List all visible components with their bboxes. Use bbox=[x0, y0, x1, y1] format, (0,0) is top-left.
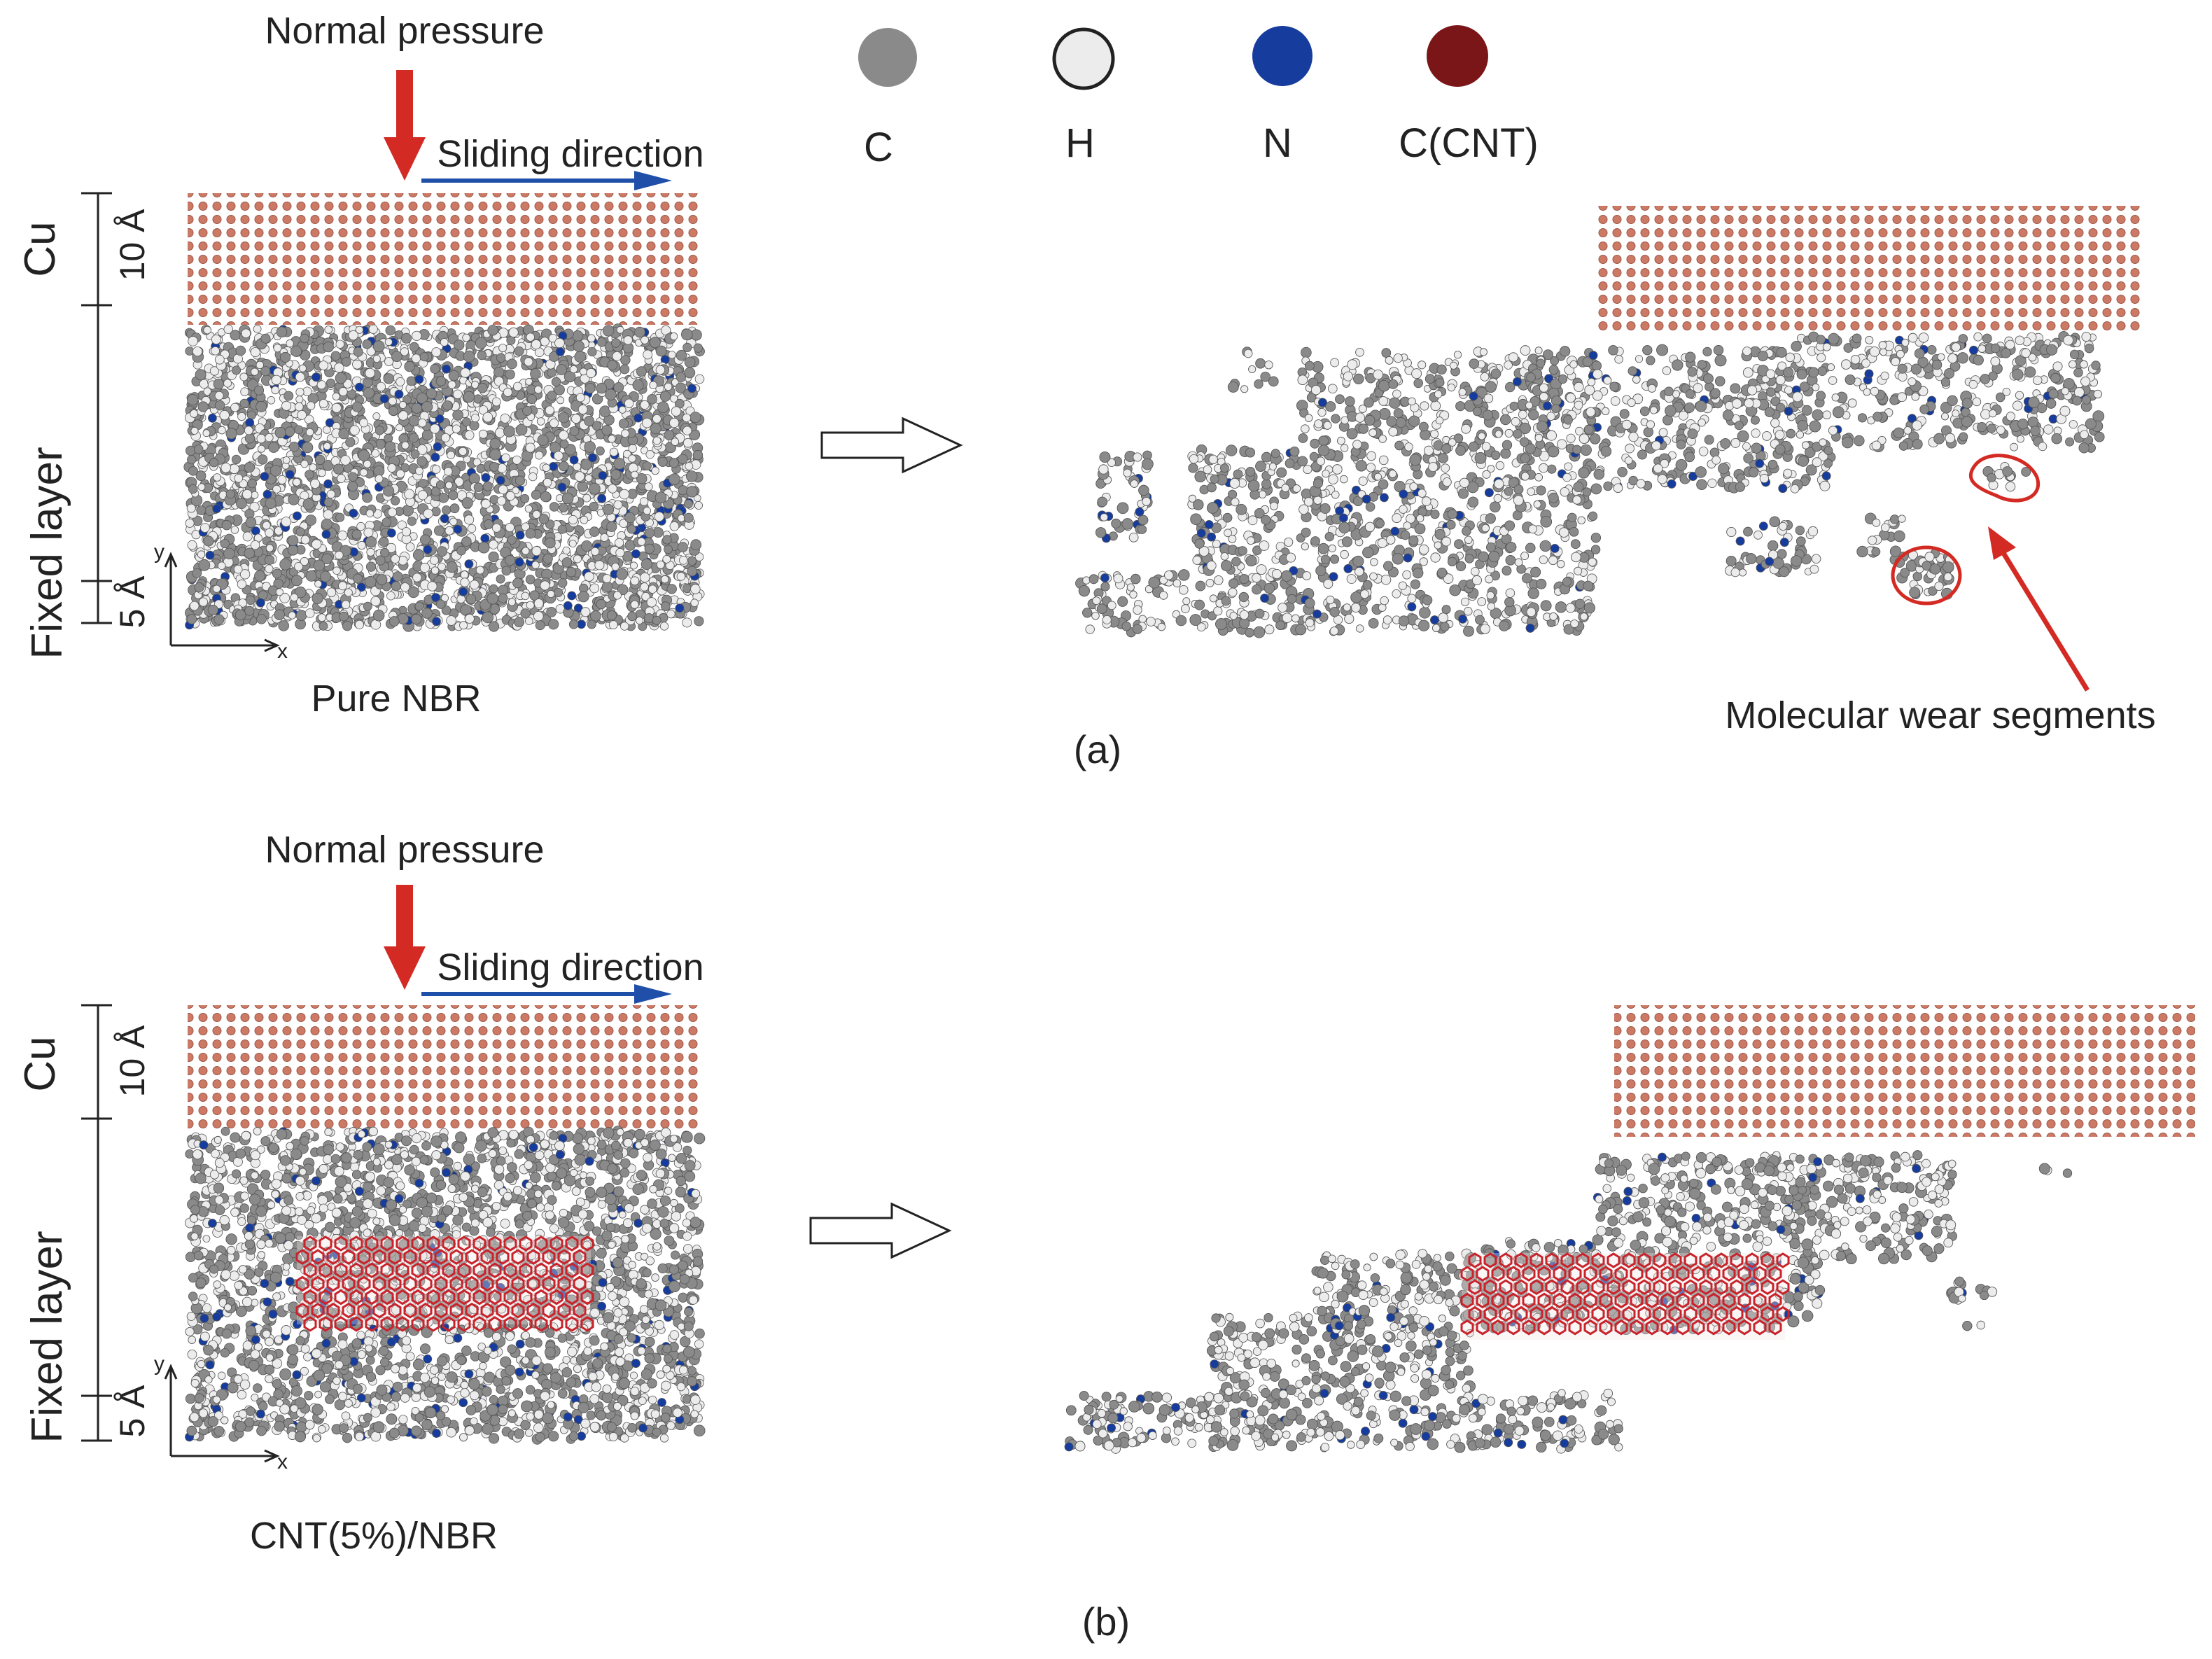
carbon-atom-icon bbox=[858, 28, 917, 87]
legend-label-h: H bbox=[1065, 120, 1095, 166]
axis-x-label: x bbox=[277, 1450, 288, 1474]
nitrogen-atom-icon bbox=[1252, 26, 1312, 86]
cu-thickness-label: 10 Å bbox=[113, 1025, 152, 1098]
annotation-arrow-icon bbox=[1988, 526, 2090, 692]
legend-label-c: C bbox=[864, 125, 893, 170]
normal-pressure-arrow-icon bbox=[384, 885, 426, 990]
cnt-tube-after bbox=[1460, 1252, 1790, 1340]
panel-a: Normal pressure Sliding direction Cu 10 … bbox=[16, 10, 2156, 771]
legend-label-c-cnt: C(CNT) bbox=[1399, 120, 1539, 166]
transition-arrow-icon bbox=[809, 1202, 952, 1259]
sample-label: CNT(5%)/NBR bbox=[250, 1515, 498, 1557]
wear-segment-highlight-2 bbox=[1891, 545, 1962, 606]
axis-y-label: y bbox=[154, 540, 164, 564]
cu-slab bbox=[188, 193, 699, 325]
cu-slab-after bbox=[1597, 206, 2143, 335]
normal-pressure-label: Normal pressure bbox=[265, 10, 544, 52]
legend-item-c-cnt: C(CNT) bbox=[1399, 25, 1539, 166]
cu-label: Cu bbox=[16, 221, 64, 276]
cnt-tube bbox=[295, 1236, 594, 1332]
panel-a-caption: (a) bbox=[1074, 727, 1121, 771]
panel-b-caption: (b) bbox=[1082, 1600, 1130, 1644]
dimension-lines bbox=[81, 1004, 112, 1442]
sliding-direction-label: Sliding direction bbox=[437, 946, 704, 988]
cu-label: Cu bbox=[16, 1036, 64, 1091]
cu-slab-after bbox=[1614, 1005, 2195, 1137]
nbr-after-sliding bbox=[1075, 331, 2105, 638]
fixed-thickness-label: 5 Å bbox=[113, 1385, 152, 1438]
panel-b: Normal pressure Sliding direction Cu 10 … bbox=[16, 829, 2195, 1644]
legend-item-c: C bbox=[858, 28, 917, 170]
nbr-block bbox=[183, 323, 705, 632]
sliding-direction-arrow-icon bbox=[421, 171, 672, 190]
sliding-direction-arrow-icon bbox=[421, 984, 672, 1004]
normal-pressure-arrow-icon bbox=[384, 70, 426, 181]
fixed-thickness-label: 5 Å bbox=[113, 575, 152, 629]
normal-pressure-label: Normal pressure bbox=[265, 829, 544, 871]
legend-label-n: N bbox=[1263, 120, 1292, 166]
fixed-layer-label: Fixed layer bbox=[23, 1231, 71, 1443]
cnt-carbon-atom-icon bbox=[1427, 25, 1488, 87]
sliding-direction-label: Sliding direction bbox=[437, 133, 704, 175]
cu-slab bbox=[188, 1005, 699, 1131]
cu-thickness-label: 10 Å bbox=[113, 209, 152, 281]
legend: C H N C(CNT) bbox=[858, 25, 1539, 170]
wear-segment-highlight-1 bbox=[1969, 454, 2040, 503]
nbr-block bbox=[184, 1126, 706, 1445]
hydrogen-atom-icon bbox=[1052, 27, 1115, 90]
wear-segments-annotation: Molecular wear segments bbox=[1725, 694, 2155, 736]
axis-y-label: y bbox=[154, 1352, 164, 1376]
transition-arrow-icon bbox=[820, 416, 963, 474]
legend-item-n: N bbox=[1252, 26, 1312, 166]
dimension-lines bbox=[81, 192, 112, 624]
fixed-layer-label: Fixed layer bbox=[23, 447, 71, 659]
xy-axes-icon bbox=[164, 1364, 280, 1463]
sample-label: Pure NBR bbox=[311, 678, 481, 720]
axis-x-label: x bbox=[277, 640, 288, 663]
xy-axes-icon bbox=[164, 552, 280, 652]
legend-item-h: H bbox=[1052, 27, 1115, 166]
